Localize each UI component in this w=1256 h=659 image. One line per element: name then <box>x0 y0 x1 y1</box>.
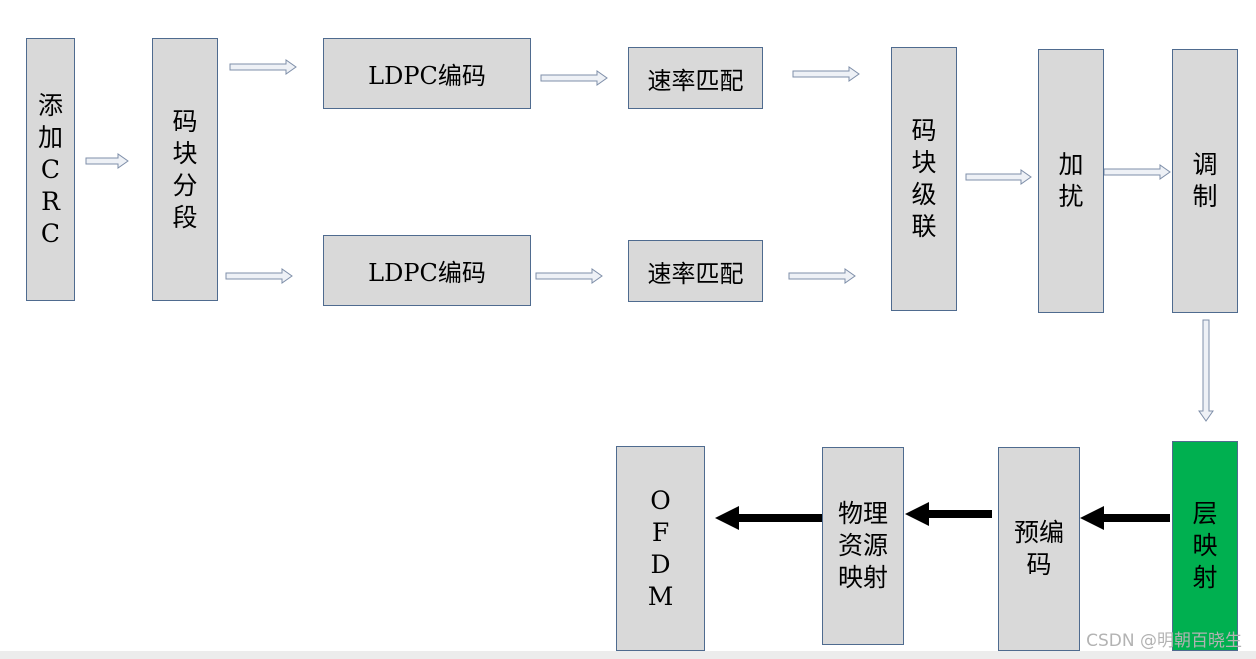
ldpc-encode-bottom-label: LDPC编码 <box>368 259 486 287</box>
label-char: 级 <box>911 180 937 209</box>
arrow-layer-map-to-precoding <box>1080 506 1170 530</box>
label-char: M <box>647 581 674 611</box>
ldpc-encode-bottom-box: LDPC编码 <box>323 235 531 306</box>
rate-match-bottom-box: 速率匹配 <box>628 240 763 302</box>
label-char: 块 <box>911 148 937 177</box>
label-char: R <box>41 186 60 216</box>
label-char: 层 <box>1192 499 1218 528</box>
bottom-scroll-strip <box>0 651 1256 659</box>
label-char: O <box>650 485 671 515</box>
ldpc-encode-top-label: LDPC编码 <box>368 62 486 90</box>
resource-map-box: 物理 资源 映射 <box>822 447 904 645</box>
arrow-resource-map-to-ofdm <box>715 506 822 530</box>
label-char: F <box>651 517 670 547</box>
ldpc-encode-top-box: LDPC编码 <box>323 38 531 109</box>
label-char: 分 <box>172 170 198 200</box>
arrow-ldpc-bottom-to-rate-bottom <box>535 268 603 284</box>
arrow-crc-to-segment <box>85 153 129 169</box>
label-char: 块 <box>172 138 198 168</box>
label-char: 码 <box>172 106 198 136</box>
label-char: 码 <box>911 116 937 145</box>
arrow-segment-to-ldpc-top <box>229 59 297 75</box>
label-char: 加 <box>1058 150 1084 179</box>
arrow-scramble-to-modulation <box>1103 164 1171 180</box>
precoding-box: 预编 码 <box>998 447 1080 651</box>
scramble-label: 加扰 <box>1058 149 1083 213</box>
modulation-box: 调制 <box>1172 49 1238 313</box>
resource-map-label: 物理 资源 映射 <box>837 499 888 592</box>
block-concat-label: 码块级联 <box>911 115 936 243</box>
label-char: 映 <box>1192 531 1218 560</box>
label-char: 调 <box>1192 150 1218 179</box>
label-char: 段 <box>172 202 198 232</box>
label-char: 射 <box>1192 563 1218 592</box>
block-segment-label: 码块分段 <box>172 106 197 234</box>
rate-match-bottom-label: 速率匹配 <box>647 259 744 288</box>
block-concat-box: 码块级联 <box>891 47 957 311</box>
arrow-concat-to-scramble <box>965 169 1032 185</box>
layer-map-label: 层映射 <box>1192 498 1217 594</box>
label-char: 扰 <box>1058 182 1084 211</box>
label-char: C <box>40 218 61 248</box>
scramble-box: 加扰 <box>1038 49 1104 313</box>
precoding-label: 预编 码 <box>1013 518 1064 579</box>
watermark-text: CSDN @明朝百晓生 <box>1086 631 1242 651</box>
arrow-segment-to-ldpc-bottom <box>225 268 293 284</box>
arrow-rate-top-to-concat <box>792 66 860 82</box>
rate-match-top-box: 速率匹配 <box>628 47 763 109</box>
label-char: 制 <box>1192 182 1218 211</box>
modulation-label: 调制 <box>1192 149 1217 213</box>
arrow-ldpc-top-to-rate-top <box>540 70 608 86</box>
label-char: C <box>40 154 61 184</box>
arrow-rate-bottom-to-concat <box>788 268 856 284</box>
arrow-modulation-to-layer-map <box>1198 319 1214 422</box>
label-char: 加 <box>37 122 63 152</box>
label-char: 添 <box>37 90 63 120</box>
label-char: 联 <box>911 212 937 241</box>
rate-match-top-label: 速率匹配 <box>647 66 744 95</box>
block-segment-box: 码块分段 <box>152 38 218 301</box>
arrow-precoding-to-resource-map <box>905 502 992 526</box>
label-char: D <box>650 549 671 579</box>
layer-map-box: 层映射 <box>1172 441 1238 651</box>
